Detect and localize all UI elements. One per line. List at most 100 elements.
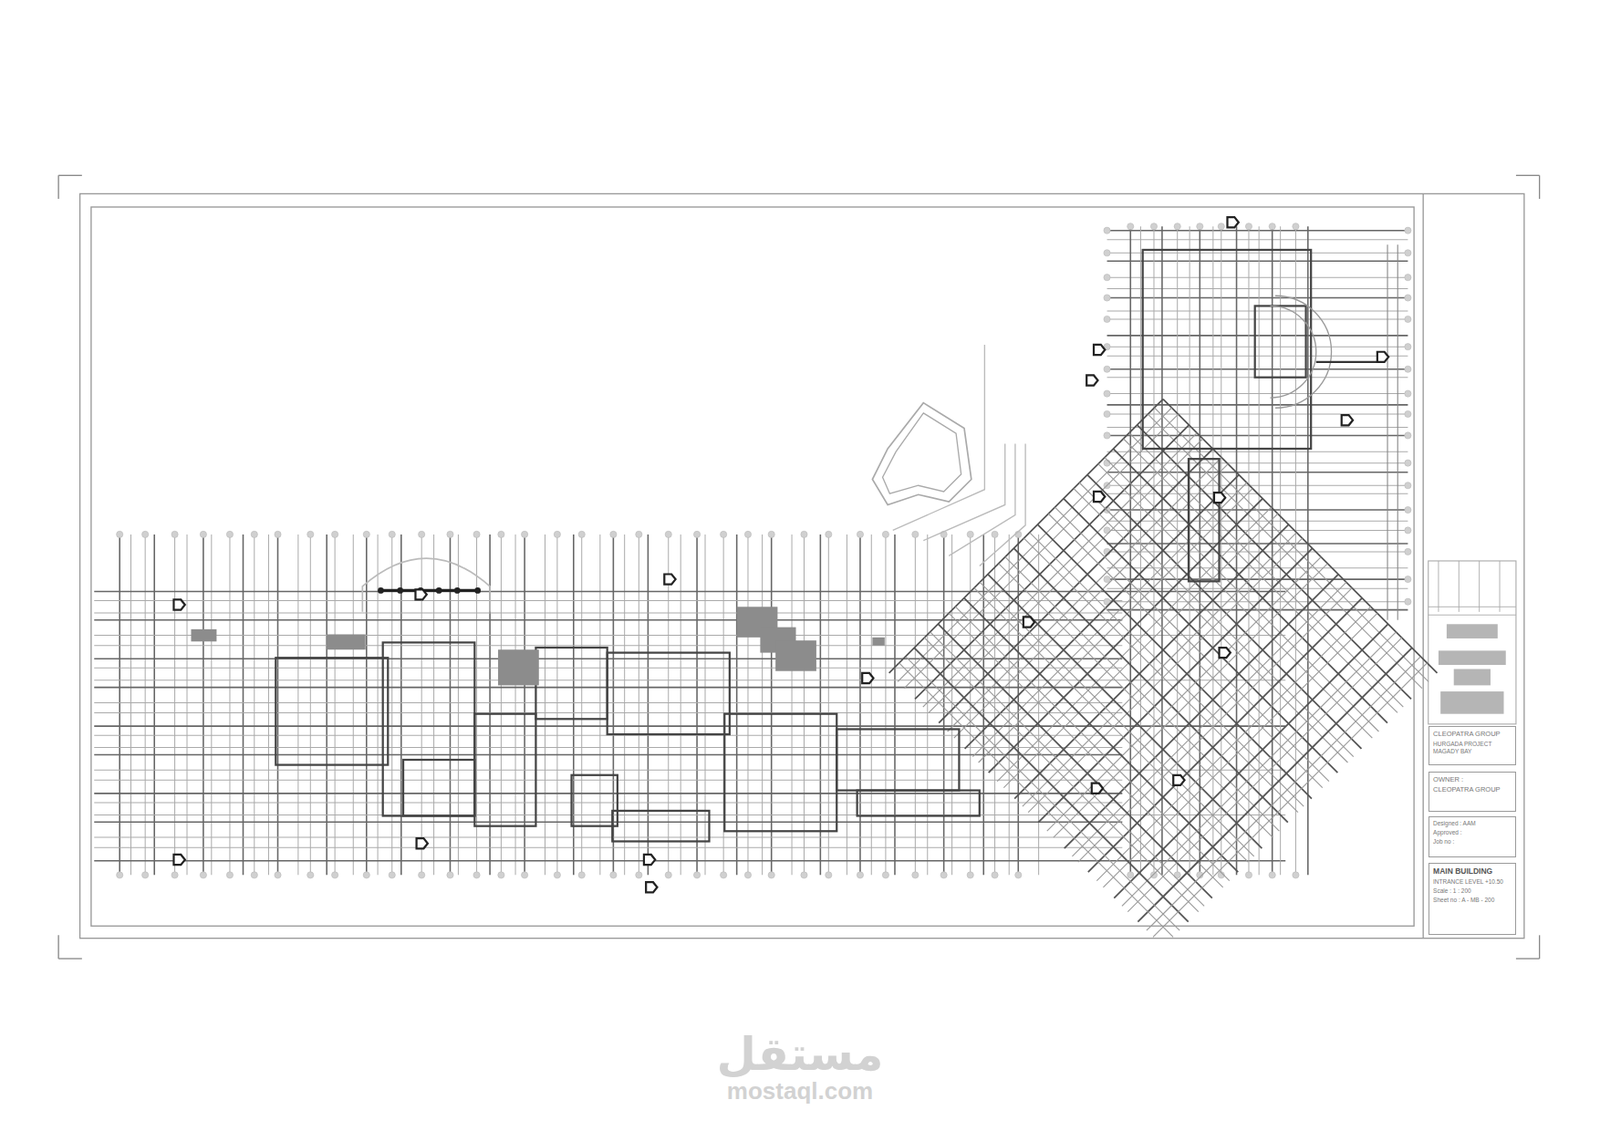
grid-line bbox=[924, 637, 1198, 912]
grid-line bbox=[914, 647, 1188, 922]
landscape-line bbox=[893, 344, 986, 530]
grid-line bbox=[325, 534, 328, 875]
section-marker bbox=[1219, 647, 1231, 658]
grid-bubble bbox=[610, 530, 617, 538]
grid-bubble bbox=[1103, 249, 1111, 257]
grid-bubble bbox=[882, 872, 889, 879]
grid-bubble bbox=[1404, 315, 1412, 323]
grid-bubble bbox=[744, 872, 751, 879]
wall-outline bbox=[535, 647, 607, 719]
corner-mark bbox=[57, 175, 59, 199]
title-block-panel: Designed : AAMApproved :Job no : bbox=[1428, 816, 1517, 858]
grid-line bbox=[1107, 485, 1409, 487]
grid-line bbox=[1397, 244, 1399, 620]
grid-line bbox=[93, 847, 1123, 849]
grid-line bbox=[174, 534, 176, 875]
grid-bubble bbox=[1103, 410, 1111, 417]
grid-line bbox=[667, 534, 669, 875]
grid-line bbox=[93, 754, 1123, 757]
grid-bubble bbox=[1404, 274, 1412, 281]
grid-line bbox=[310, 534, 312, 875]
grid-bubble bbox=[1103, 294, 1111, 302]
outer-border bbox=[80, 193, 1525, 938]
section-marker bbox=[1226, 217, 1238, 228]
grid-line bbox=[277, 534, 280, 875]
grid-line bbox=[93, 725, 1286, 728]
title-text: Sheet no : A - MB - 200 bbox=[1433, 896, 1512, 904]
grid-bubble bbox=[1404, 249, 1412, 257]
grid-bubble bbox=[768, 530, 775, 538]
grid-bubble bbox=[1292, 872, 1299, 879]
grid-line bbox=[1107, 567, 1409, 569]
grid-line bbox=[893, 534, 896, 875]
grid-bubble bbox=[720, 530, 728, 538]
grid-bubble bbox=[171, 530, 178, 538]
section-marker bbox=[1091, 783, 1103, 794]
wall-outline bbox=[612, 810, 709, 842]
grid-bubble bbox=[1404, 227, 1412, 234]
grid-line bbox=[242, 534, 245, 875]
grid-bubble bbox=[250, 872, 258, 879]
grid-bubble bbox=[199, 530, 207, 538]
grid-bubble bbox=[744, 530, 751, 538]
title-text: Job no : bbox=[1433, 838, 1512, 846]
grid-line bbox=[1258, 226, 1260, 875]
grid-bubble bbox=[693, 530, 700, 538]
grid-line bbox=[1137, 647, 1412, 922]
grid-line bbox=[638, 534, 640, 875]
grid-bubble bbox=[1150, 223, 1157, 230]
grid-bubble bbox=[1404, 527, 1412, 534]
grid-bubble bbox=[473, 530, 480, 538]
solid-block bbox=[326, 633, 365, 650]
revision-line bbox=[1437, 561, 1439, 613]
revision-line bbox=[1428, 606, 1517, 608]
grid-line bbox=[1107, 252, 1409, 254]
title-divider bbox=[1423, 193, 1424, 938]
grid-line bbox=[680, 534, 682, 875]
solid-block bbox=[775, 640, 817, 672]
section-marker bbox=[1173, 775, 1185, 786]
grid-bubble bbox=[250, 530, 258, 538]
grid-line bbox=[859, 534, 862, 875]
grid-line bbox=[93, 860, 1286, 863]
grid-line bbox=[268, 534, 270, 875]
grid-bubble bbox=[446, 530, 454, 538]
grid-line bbox=[1107, 542, 1409, 545]
grid-line bbox=[899, 663, 1174, 937]
pool-outline bbox=[872, 403, 971, 506]
grid-line bbox=[1295, 226, 1297, 875]
section-marker bbox=[173, 854, 185, 865]
grid-bubble bbox=[664, 872, 672, 879]
wall-outline bbox=[474, 714, 536, 827]
grid-line bbox=[696, 534, 698, 875]
grid-line bbox=[623, 534, 625, 875]
grid-line bbox=[1146, 656, 1421, 931]
section-marker bbox=[415, 589, 426, 600]
grid-line bbox=[705, 534, 707, 875]
solid-block bbox=[872, 637, 884, 646]
grid-line bbox=[736, 534, 738, 875]
grid-bubble bbox=[332, 530, 339, 538]
grid-bubble bbox=[1404, 548, 1412, 555]
grid-bubble bbox=[1015, 872, 1022, 879]
grid-line bbox=[1107, 529, 1409, 531]
grid-line bbox=[187, 534, 188, 875]
corner-mark bbox=[57, 935, 59, 959]
arch-outline bbox=[362, 558, 490, 613]
grid-bubble bbox=[635, 530, 643, 538]
grid-bubble bbox=[418, 872, 426, 879]
grid-line bbox=[130, 534, 132, 875]
section-marker bbox=[1086, 374, 1098, 385]
grid-line bbox=[1107, 393, 1409, 395]
grid-line bbox=[210, 534, 212, 875]
grid-bubble bbox=[720, 872, 728, 879]
plan bbox=[93, 217, 1437, 947]
section-marker bbox=[1214, 492, 1226, 503]
section-marker bbox=[173, 599, 185, 610]
grid-line bbox=[581, 534, 582, 875]
grid-bubble bbox=[1404, 343, 1412, 351]
grid-line bbox=[93, 792, 1123, 795]
grid-bubble bbox=[498, 872, 505, 879]
column-dot bbox=[454, 587, 461, 594]
grid-line bbox=[572, 534, 575, 875]
